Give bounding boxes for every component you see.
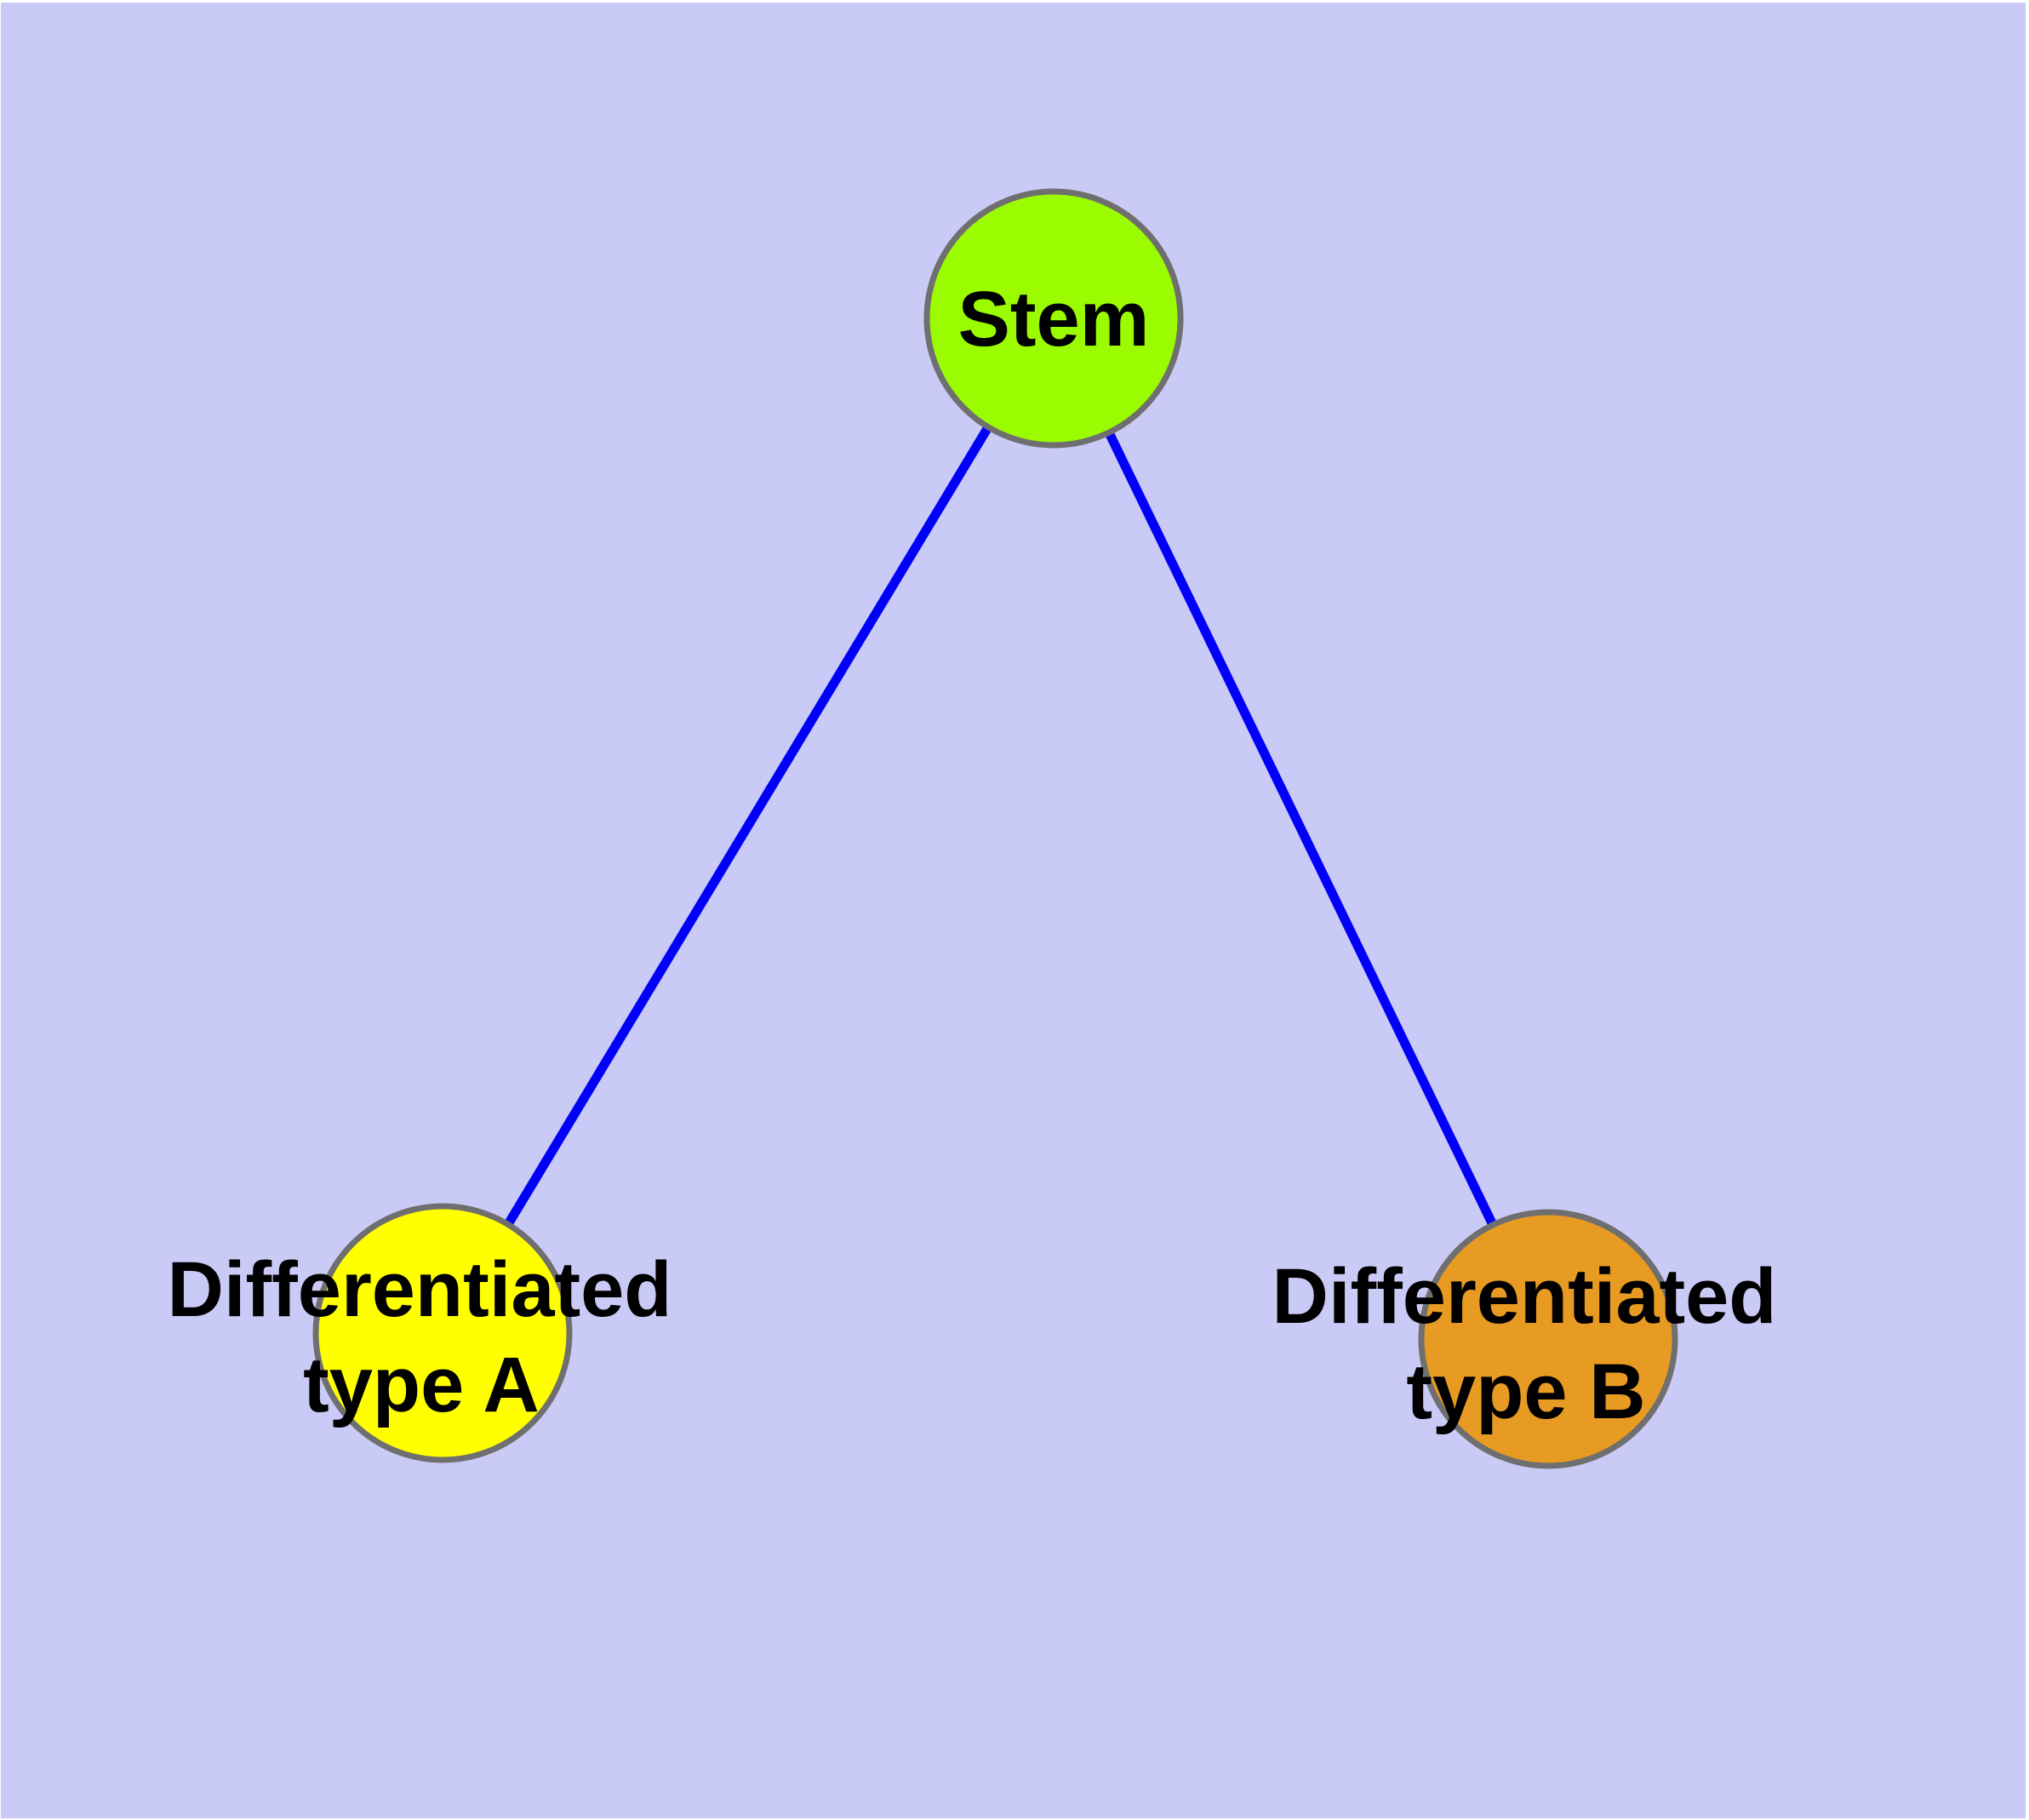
node-differentiated-type-b [1418, 1209, 1678, 1469]
node-stem [923, 188, 1184, 449]
edge-stem-to-type-b [1049, 316, 1552, 1342]
node-type-b-label-line2: type B [1406, 1348, 1645, 1435]
node-type-a-label-line1: Differentiated [168, 1246, 672, 1333]
node-type-a-label-line2: type A [303, 1342, 540, 1428]
node-differentiated-type-a [312, 1203, 573, 1463]
node-stem-label: Stem [958, 276, 1150, 363]
edge-stem-to-type-a [438, 316, 1058, 1336]
node-type-b-label-line1: Differentiated [1272, 1253, 1777, 1340]
